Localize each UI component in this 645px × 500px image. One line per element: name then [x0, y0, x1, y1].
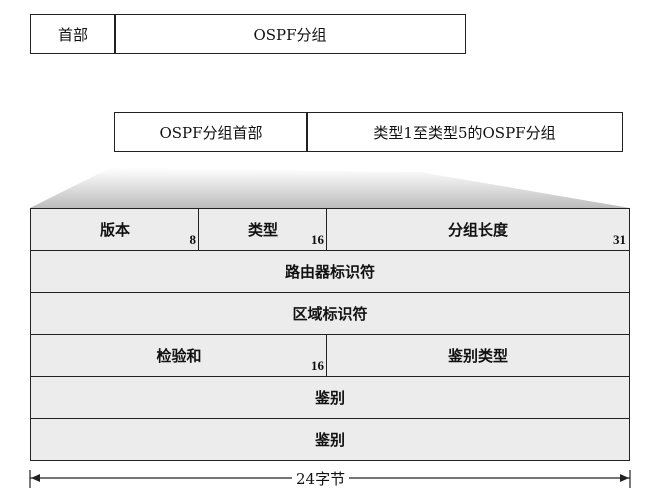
field-auth-type: 鉴别类型	[326, 334, 630, 377]
zoom-trapezoid	[30, 168, 630, 208]
field-authentication-2: 鉴别	[30, 418, 630, 461]
bit-marker: 16	[311, 232, 324, 247]
arrow-right-icon	[620, 474, 629, 482]
field-label: 分组长度	[447, 221, 508, 239]
ospf-header-box: OSPF分组首部	[114, 112, 308, 152]
bit-marker: 16	[311, 358, 324, 373]
bit-marker: 31	[613, 232, 626, 247]
field-authentication-1: 鉴别	[30, 376, 630, 419]
ospf-body-box: 类型1至类型5的OSPF分组	[306, 112, 623, 152]
field-label: 类型	[247, 221, 278, 239]
size-label: 24字节	[292, 468, 350, 489]
arrow-left-icon	[31, 474, 40, 482]
field-version: 版本 8	[30, 208, 200, 251]
ospf-packet-box: OSPF分组	[114, 14, 466, 54]
field-label: 版本	[99, 221, 130, 239]
field-checksum: 检验和 16	[30, 334, 328, 377]
field-area-id: 区域标识符	[30, 292, 630, 335]
ip-header: 首部	[30, 14, 116, 54]
field-packet-length: 分组长度 31	[326, 208, 630, 251]
field-router-id: 路由器标识符	[30, 250, 630, 293]
bit-marker: 8	[189, 232, 197, 247]
field-label: 检验和	[156, 347, 202, 365]
field-type: 类型 16	[198, 208, 328, 251]
